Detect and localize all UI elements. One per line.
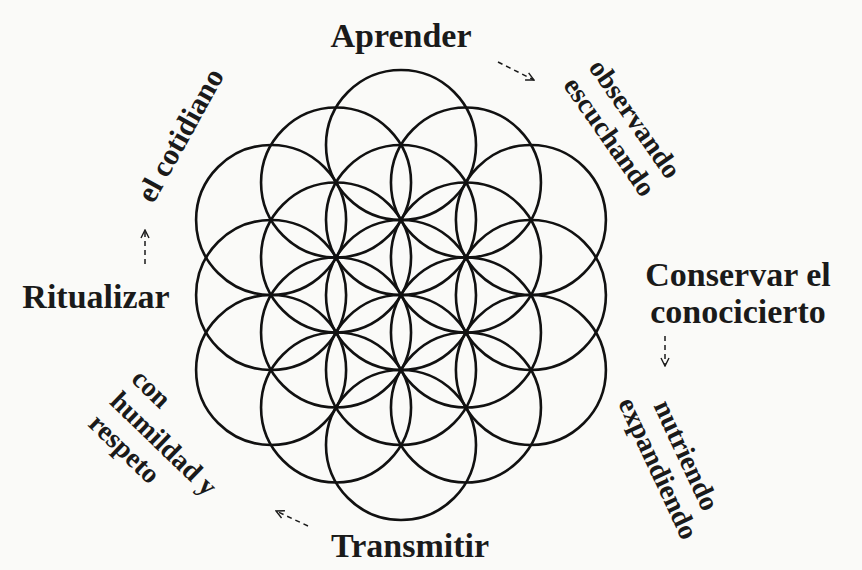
- action-label: el cotidiano: [130, 63, 229, 207]
- circle-pattern: [196, 70, 606, 520]
- step-label: Transmitir: [331, 528, 489, 564]
- action-label: observando escuchando: [557, 54, 687, 203]
- pattern-circle: [391, 333, 541, 483]
- pattern-circle: [261, 108, 411, 258]
- action-label: con humildad y respeto: [83, 363, 262, 540]
- step-label: Ritualizar: [22, 279, 169, 315]
- dashed-arrow: [498, 62, 534, 80]
- dashed-arrow: [276, 511, 308, 526]
- pattern-circle: [261, 333, 411, 483]
- pattern-circle: [196, 220, 346, 370]
- step-label: Aprender: [330, 18, 471, 54]
- dashed-arrow: [664, 336, 666, 366]
- step-label: Conservar el conocicierto: [631, 256, 845, 331]
- pattern-circle: [391, 108, 541, 258]
- dashed-arrow: [144, 230, 146, 264]
- action-label: nutriendo expandiendo: [612, 380, 732, 544]
- pattern-circle: [456, 220, 606, 370]
